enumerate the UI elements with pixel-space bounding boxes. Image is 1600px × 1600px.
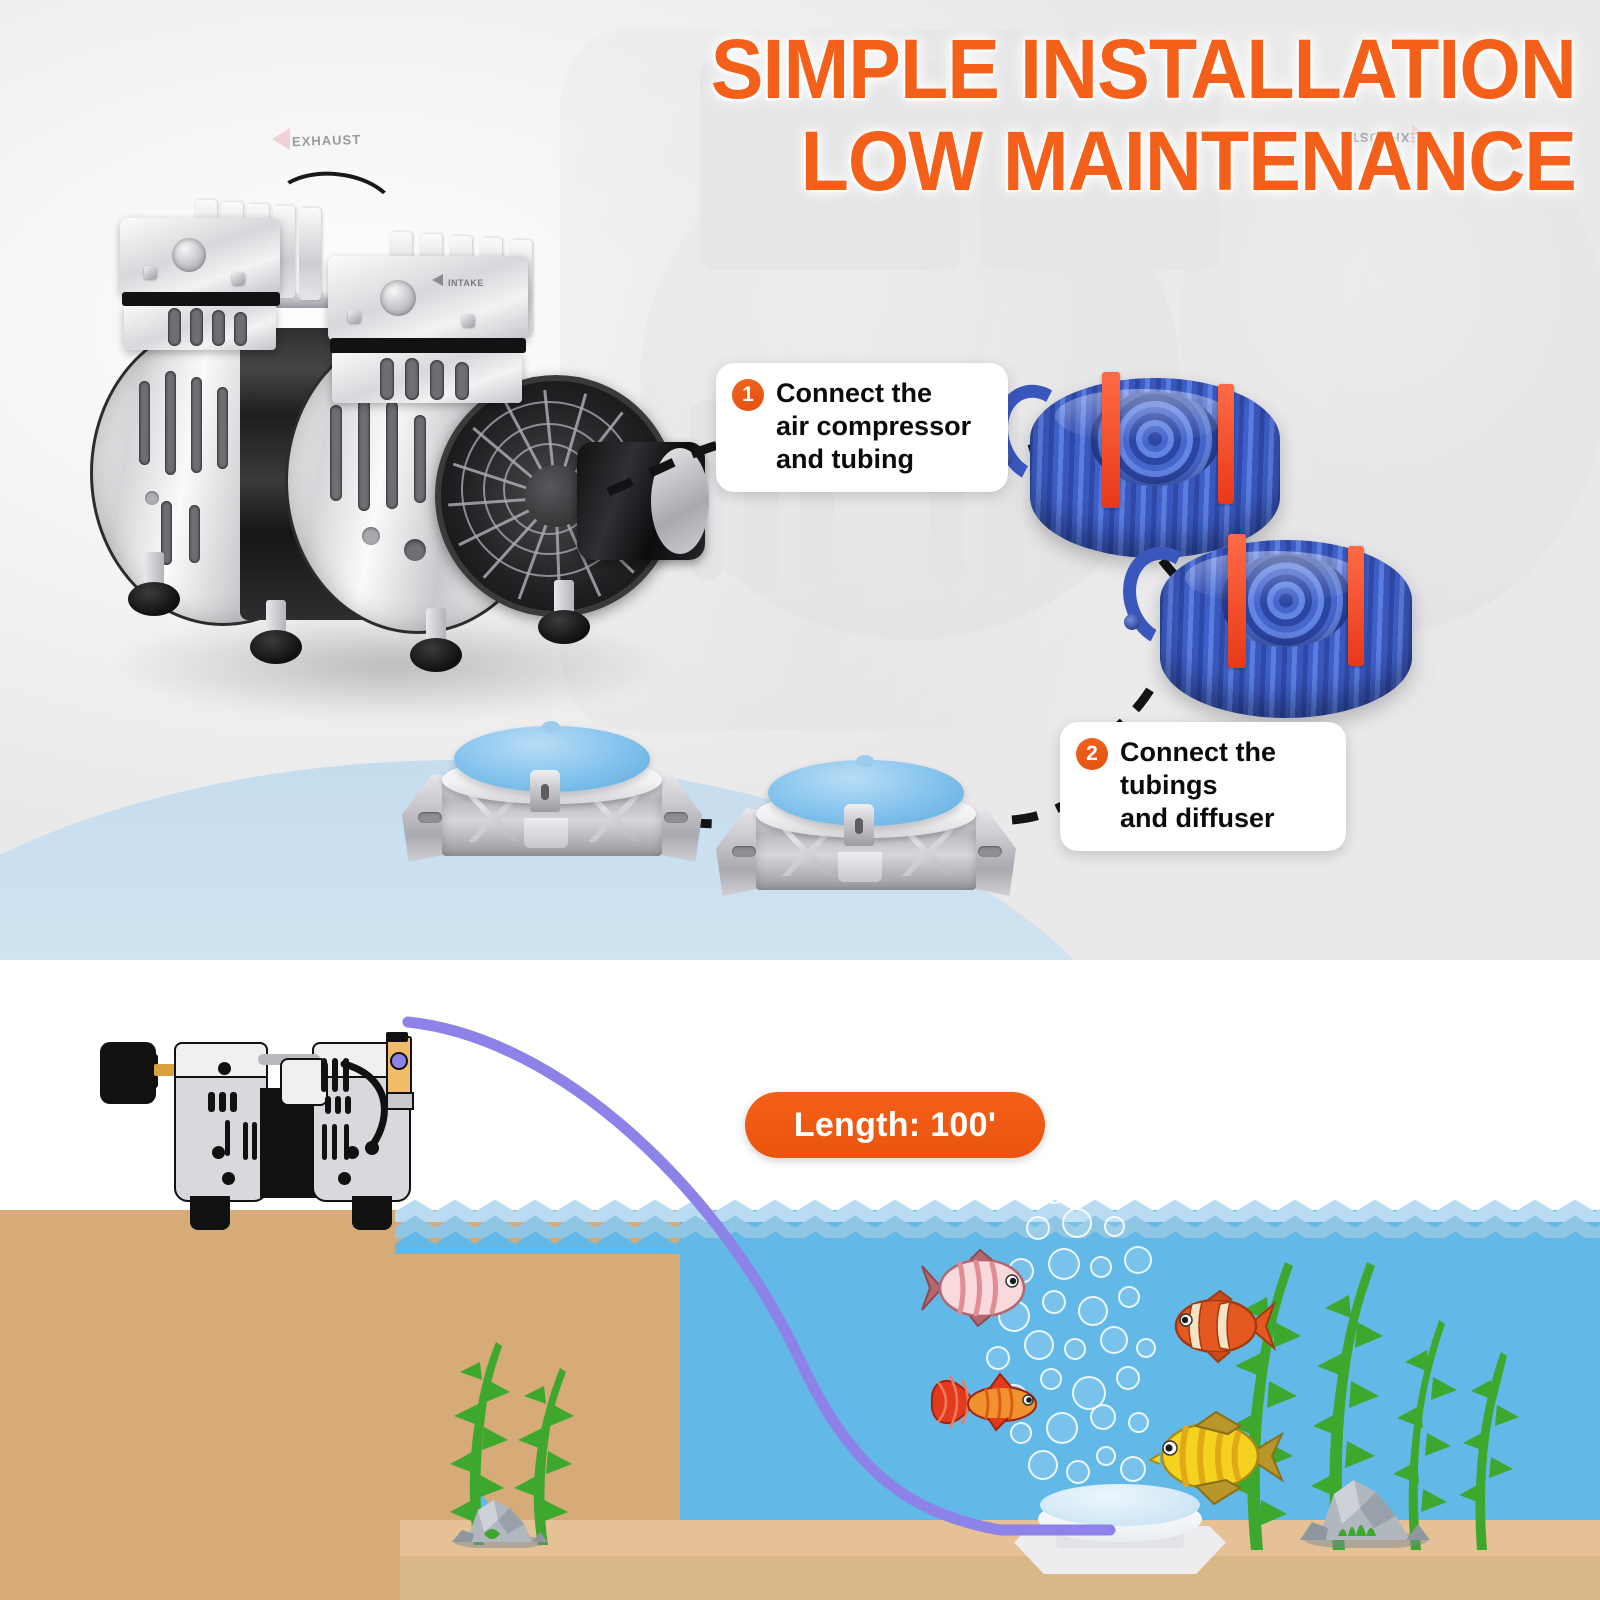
rock-left xyxy=(452,1500,548,1548)
rock-right xyxy=(1300,1480,1430,1548)
length-badge: Length: 100' xyxy=(745,1092,1045,1158)
page-title: SIMPLE INSTALLATION LOW MAINTENANCE xyxy=(636,22,1577,209)
seabed-sand-shade xyxy=(400,1556,1600,1600)
fish-yellow-butterfly xyxy=(1148,1410,1285,1506)
seaweed-cluster-right xyxy=(1229,1262,1519,1550)
tubing-coil-upper xyxy=(982,372,1280,558)
fish-red-guppy xyxy=(930,1372,1037,1432)
step-callout-1: 1 Connect the air compressor and tubing xyxy=(716,363,1008,492)
diffuser-disc xyxy=(1040,1484,1200,1526)
product-photo-panel: EXHAUST EXHAUST SIMPLE INSTALLATION LOW … xyxy=(0,0,1600,960)
exhaust-arrow-icon-left xyxy=(272,128,290,150)
water-surface-wave-dark xyxy=(395,1231,1600,1254)
headline-line-1: SIMPLE INSTALLATION xyxy=(710,22,1577,116)
air-compressor-product-photo: INTAKE xyxy=(80,165,709,720)
fish-orange-clown xyxy=(1174,1290,1277,1364)
intake-label: INTAKE xyxy=(448,278,484,288)
diffuser-left xyxy=(402,721,702,866)
tubing-coil-lower xyxy=(1110,534,1412,718)
illustrated-air-compressor xyxy=(100,1000,430,1230)
step-callout-2: 2 Connect the tubings and diffuser xyxy=(1060,722,1346,851)
headline-line-2: LOW MAINTENANCE xyxy=(800,114,1577,209)
fish-pink-striped xyxy=(921,1248,1026,1328)
diffuser-right xyxy=(716,755,1016,900)
length-badge-label: Length: 100' xyxy=(793,1105,997,1144)
step-badge-2: 2 xyxy=(1076,738,1108,770)
step-text-1: Connect the air compressor and tubing xyxy=(776,378,972,474)
installation-diagram-scene xyxy=(0,960,1600,1600)
air-hose xyxy=(402,1016,1116,1536)
step-text-2: Connect the tubings and diffuser xyxy=(1120,737,1277,833)
step-badge-1: 1 xyxy=(732,379,764,411)
intake-arrow-icon xyxy=(432,274,443,286)
exhaust-arrow-icon-right xyxy=(1412,125,1430,147)
seaweed-cluster-left xyxy=(450,1342,574,1545)
